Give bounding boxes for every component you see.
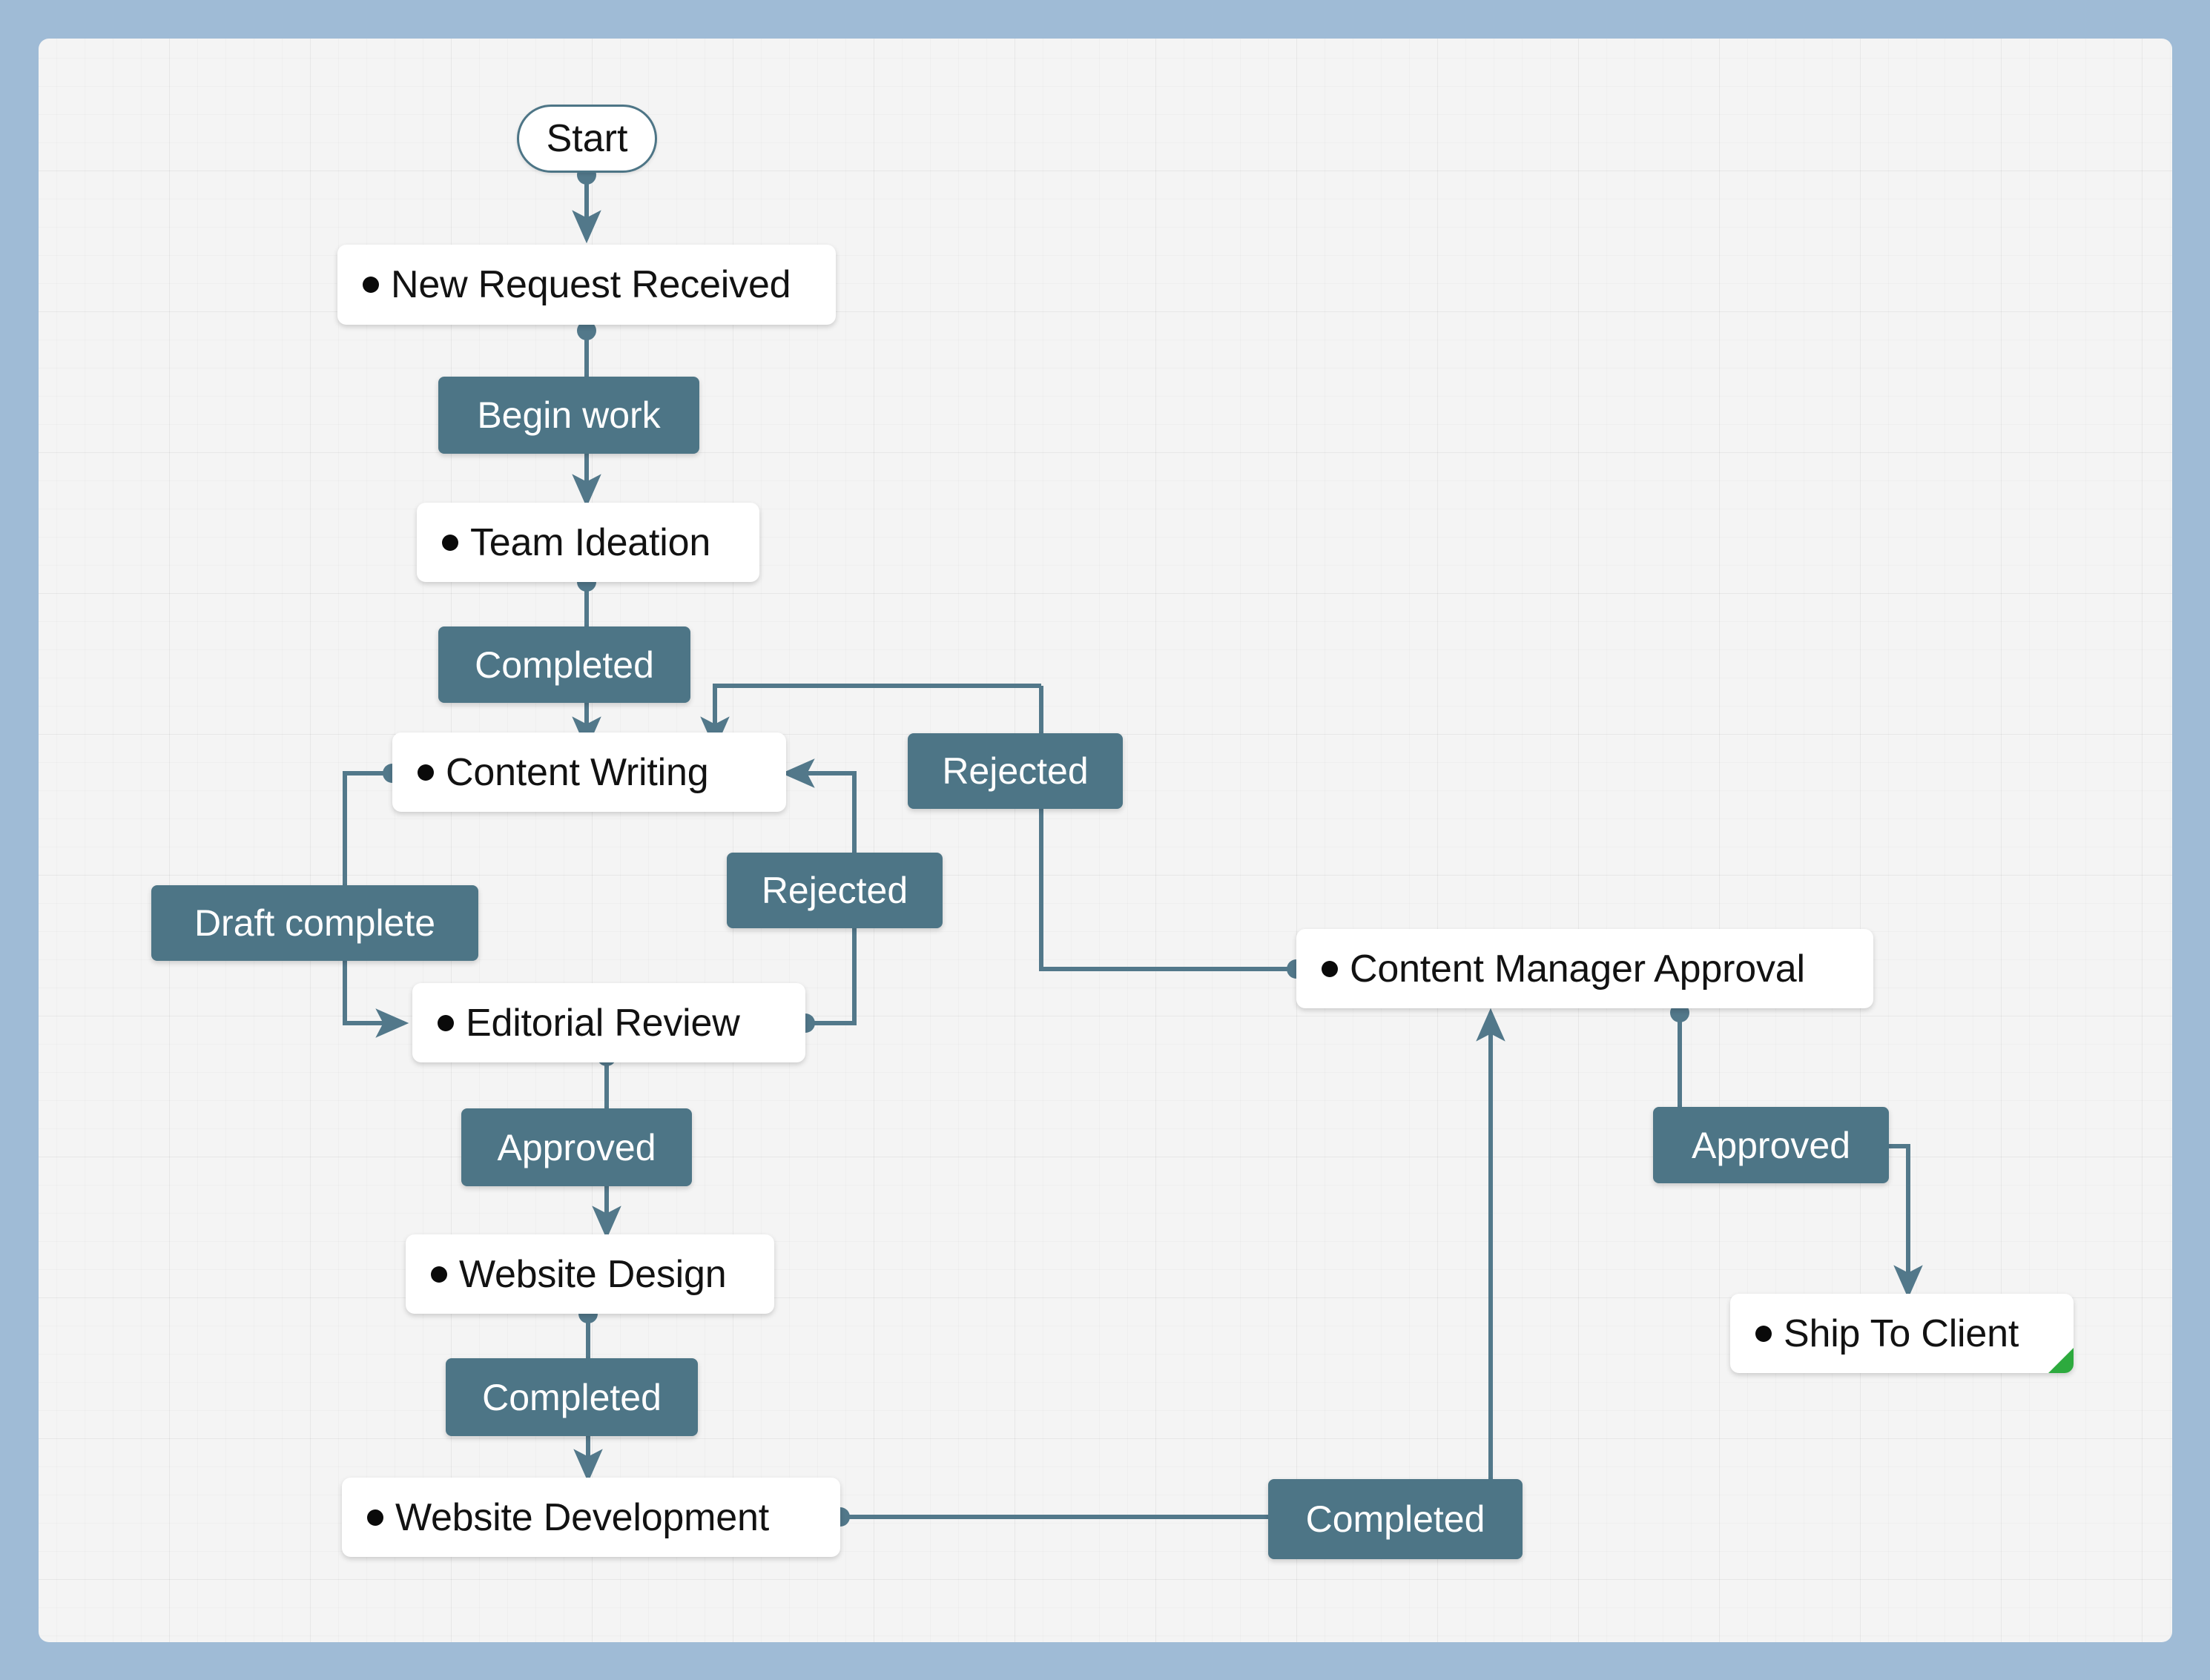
node-label: Website Design (459, 1252, 727, 1296)
transition-label-begin-work[interactable]: Begin work (438, 377, 699, 454)
status-bullet-icon (1755, 1325, 1772, 1342)
node-website-development[interactable]: Website Development (342, 1478, 840, 1557)
status-bullet-icon (363, 277, 379, 293)
transition-label-completed-design[interactable]: Completed (446, 1358, 698, 1436)
node-label: Content Manager Approval (1350, 947, 1805, 991)
status-bullet-icon (1322, 960, 1338, 977)
end-state-corner-icon (2048, 1348, 2074, 1373)
transition-label-text: Approved (497, 1126, 656, 1168)
transition-label-text: Begin work (477, 394, 661, 436)
node-content-manager-approval[interactable]: Content Manager Approval (1296, 929, 1873, 1008)
transition-label-text: Draft complete (194, 902, 436, 944)
transition-label-text: Completed (475, 644, 654, 686)
node-team-ideation[interactable]: Team Ideation (417, 503, 759, 582)
node-website-design[interactable]: Website Design (406, 1234, 774, 1314)
transition-label-draft-complete[interactable]: Draft complete (151, 885, 478, 961)
transition-label-completed-development[interactable]: Completed (1268, 1479, 1523, 1559)
node-label: Website Development (395, 1495, 769, 1539)
transition-label-rejected-manager[interactable]: Rejected (908, 733, 1123, 809)
transition-label-completed-ideation[interactable]: Completed (438, 626, 690, 703)
node-new-request-received[interactable]: New Request Received (337, 245, 836, 325)
status-bullet-icon (367, 1509, 383, 1526)
transition-label-rejected-editorial[interactable]: Rejected (727, 853, 943, 928)
transition-label-text: Rejected (942, 750, 1089, 792)
node-label: Ship To Client (1784, 1312, 2019, 1355)
node-editorial-review[interactable]: Editorial Review (412, 983, 805, 1062)
transition-label-approved-manager[interactable]: Approved (1653, 1107, 1889, 1183)
transition-label-text: Completed (482, 1376, 662, 1418)
status-bullet-icon (442, 534, 458, 551)
node-label: Content Writing (446, 750, 709, 794)
transition-label-text: Rejected (761, 870, 908, 911)
status-bullet-icon (418, 764, 434, 781)
transition-label-approved-editorial[interactable]: Approved (461, 1108, 692, 1186)
node-label: Editorial Review (466, 1001, 740, 1045)
transition-label-text: Approved (1691, 1124, 1851, 1166)
node-content-writing[interactable]: Content Writing (392, 732, 786, 812)
node-start-label: Start (546, 117, 628, 160)
node-ship-to-client[interactable]: Ship To Client (1730, 1294, 2074, 1373)
transition-label-text: Completed (1305, 1498, 1485, 1540)
status-bullet-icon (438, 1014, 454, 1031)
node-start[interactable]: Start (517, 105, 657, 173)
node-label: Team Ideation (470, 520, 711, 564)
node-label: New Request Received (391, 263, 791, 306)
status-bullet-icon (431, 1266, 447, 1283)
